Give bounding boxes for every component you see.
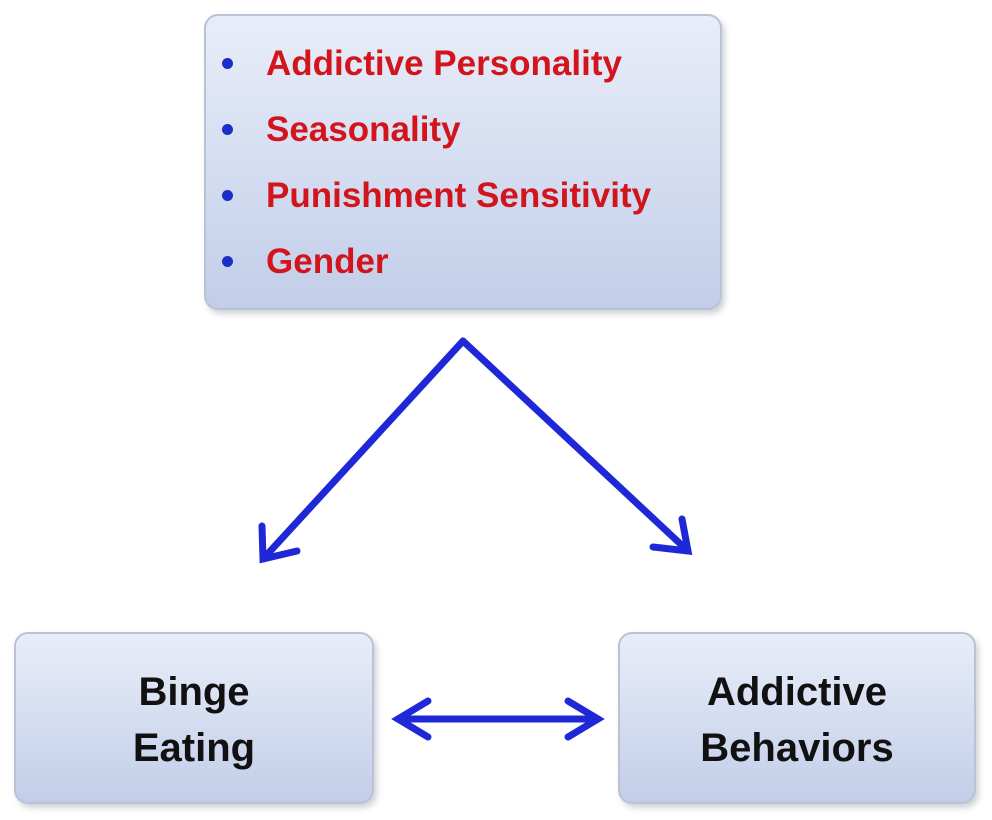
moderating-factors-box: Addictive Personality Seasonality Punish… [204,14,722,310]
addictive-behaviors-box: Addictive Behaviors [618,632,976,804]
arrow-to-binge-eating [258,337,467,564]
bullet-icon [222,58,233,69]
factor-item: Gender [206,236,720,302]
bullet-icon [222,256,233,267]
binge-eating-label-line1: Binge [138,670,250,714]
binge-eating-label-line2: Eating [132,726,256,770]
factor-label: Gender [266,242,389,281]
factor-label: Addictive Personality [266,44,622,83]
factor-item: Seasonality [206,104,720,170]
factor-label: Seasonality [266,110,461,149]
bullet-icon [222,124,233,135]
factor-list: Addictive Personality Seasonality Punish… [206,38,720,302]
factor-label: Punishment Sensitivity [266,176,652,215]
binge-eating-box: Binge Eating [14,632,374,804]
factor-item: Addictive Personality [206,38,720,104]
addictive-behaviors-label-line1: Addictive [706,670,888,714]
arrow-to-addictive-behaviors [459,337,693,556]
addictive-behaviors-label-line2: Behaviors [700,726,894,770]
factor-item: Punishment Sensitivity [206,170,720,236]
bullet-icon [222,190,233,201]
bidirectional-arrow [391,697,605,741]
